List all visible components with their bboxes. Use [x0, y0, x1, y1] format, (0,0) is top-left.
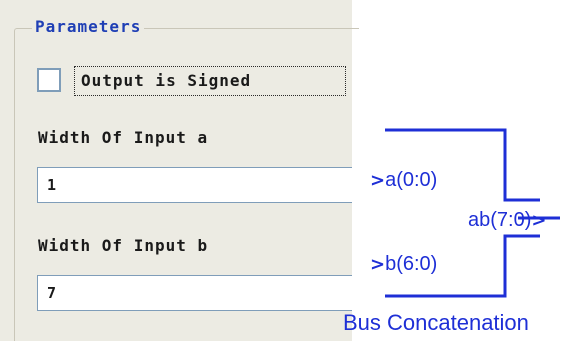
block-bottom-edge — [385, 234, 540, 298]
output-signed-label[interactable]: Output is Signed — [74, 66, 346, 96]
width-a-label: Width Of Input a — [38, 128, 209, 147]
group-title: Parameters — [32, 16, 145, 38]
port-b-arrow-icon: > — [370, 254, 386, 275]
parameters-groupbox — [14, 28, 359, 341]
output-port-ab: ab(7:0)> — [468, 208, 546, 233]
input-port-a: >a(0:0) — [370, 168, 437, 193]
bus-concatenation-block[interactable] — [340, 118, 587, 308]
port-a-label: a(0:0) — [385, 169, 438, 191]
port-b-label: b(6:0) — [385, 253, 438, 275]
output-port-label: ab(7:0) — [468, 209, 532, 231]
block-top-edge — [385, 128, 540, 202]
output-signed-checkbox[interactable] — [37, 68, 61, 92]
width-b-label: Width Of Input b — [38, 236, 209, 255]
block-name: Bus Concatenation — [343, 310, 529, 335]
port-a-arrow-icon: > — [370, 170, 386, 191]
input-port-b: >b(6:0) — [370, 252, 437, 277]
output-arrow-icon: > — [531, 210, 547, 231]
parameters-panel: Parameters Output is Signed Width Of Inp… — [0, 0, 359, 341]
width-b-input[interactable]: 7 — [37, 275, 352, 311]
width-a-input[interactable]: 1 — [37, 167, 352, 203]
